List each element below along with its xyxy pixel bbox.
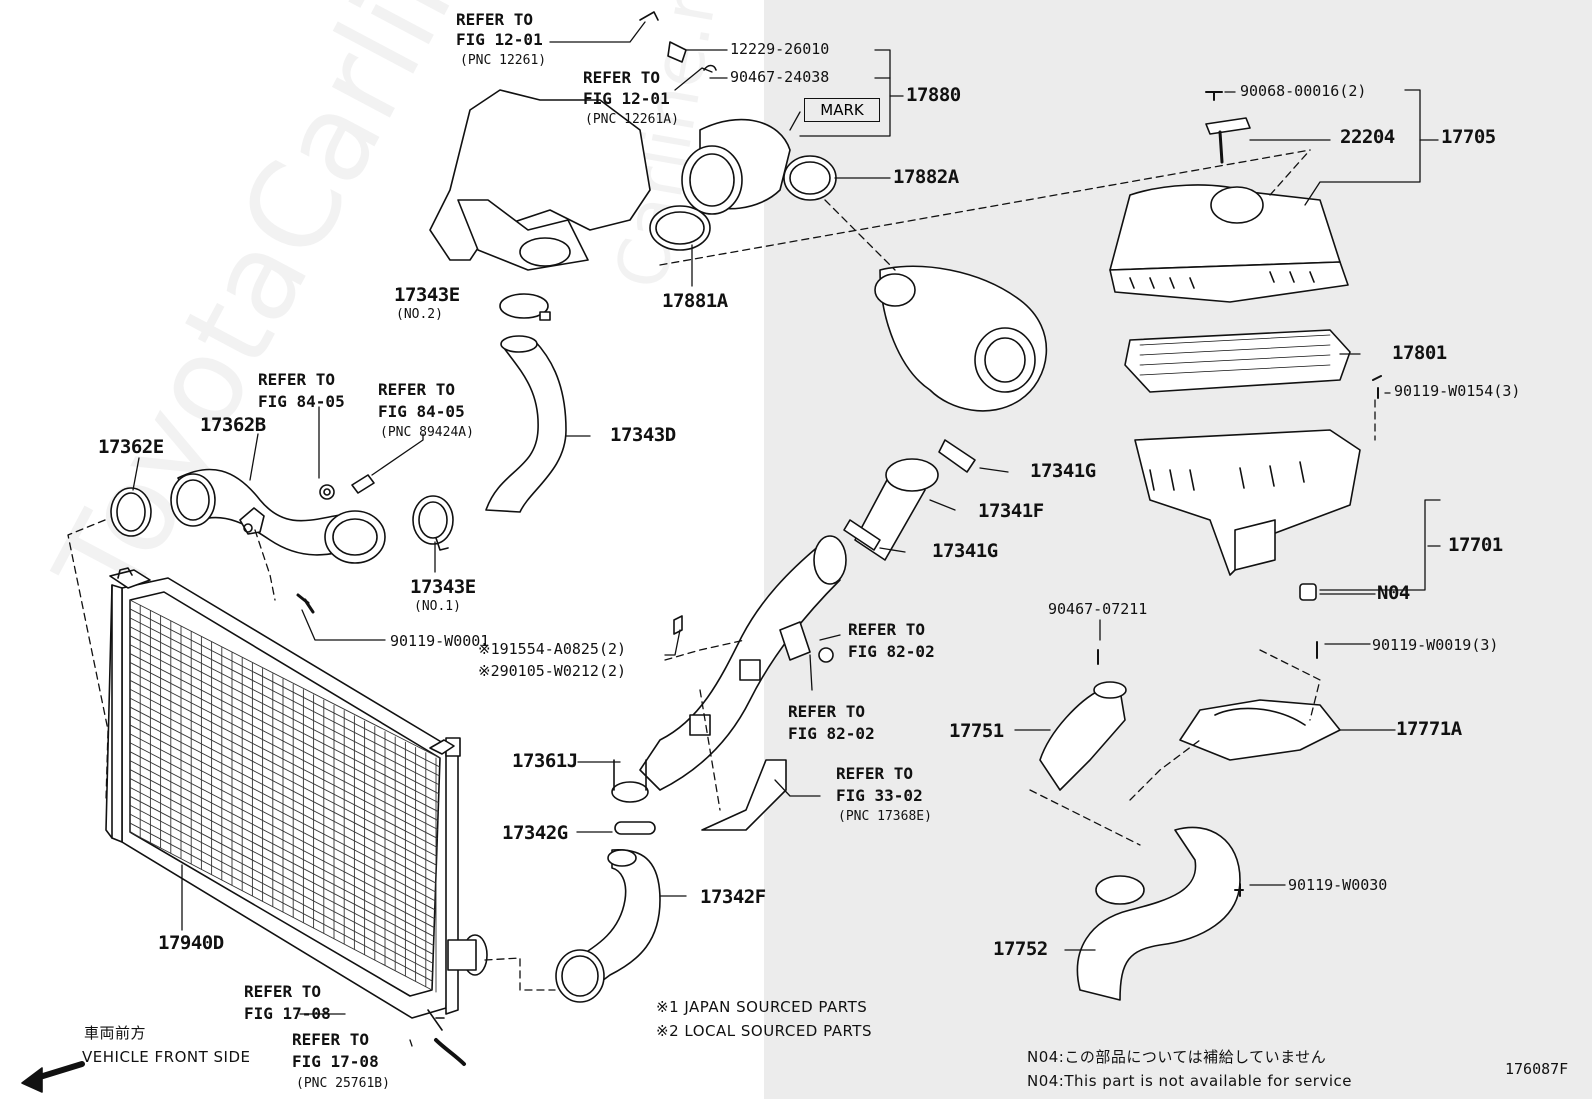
part-17342G: 17342G [502,822,568,844]
refer-33-2: FIG 33-02 [836,786,923,805]
part-17341G-a: 17341G [1030,460,1096,482]
part-17771A: 17771A [1396,718,1462,740]
leader-lines [132,21,1441,1047]
refer-label-b1: REFER TO [583,68,661,87]
refer-label-b2: FIG 12-01 [583,89,670,108]
part-17701: 17701 [1448,534,1503,556]
part-12229-26010: 12229-26010 [730,40,830,58]
figure-code: 176087F [1505,1060,1569,1078]
mark2-part: ※290105-W0212(2) [478,662,627,680]
part-17341F: 17341F [978,500,1044,522]
refer-84-a1: REFER TO [258,370,336,389]
refer-label-a2: FIG 12-01 [456,30,543,49]
part-90119-W0019: 90119-W0019(3) [1372,636,1499,654]
refer-17-b1: REFER TO [292,1030,370,1049]
part-90068-00016: 90068-00016(2) [1240,82,1367,100]
part-17343D: 17343D [610,424,676,446]
part-17705: 17705 [1441,126,1496,148]
part-17801: 17801 [1392,342,1447,364]
hose-17342F-drawing [555,848,661,1003]
part-90119-W0154: 90119-W0154(3) [1394,382,1521,400]
part-17362E: 17362E [98,436,164,458]
refer-84-b3: (PNC 89424A) [380,425,474,440]
part-17752: 17752 [993,938,1048,960]
refer-label-a1: REFER TO [456,10,534,29]
refer-82-b1: REFER TO [788,702,866,721]
refer-84-a2: FIG 84-05 [258,392,345,411]
refer-84-b2: FIG 84-05 [378,402,465,421]
part-N04: N04 [1377,582,1410,604]
front-arrow-icon [21,1061,85,1093]
air-cleaner-drawing [1039,91,1382,1001]
part-17343E-top: 17343E [394,284,460,306]
part-17343E-no1: (NO.1) [414,599,461,614]
refer-17-a2: FIG 17-08 [244,1004,331,1023]
refer-82-b2: FIG 82-02 [788,724,875,743]
part-17343E-bottom: 17343E [410,576,476,598]
part-17341G-b: 17341G [932,540,998,562]
refer-82-a1: REFER TO [848,620,926,639]
part-17880: 17880 [906,84,961,106]
part-90119-W0001: 90119-W0001 [390,632,490,650]
part-17343E-no2: (NO.2) [396,307,443,322]
refer-label-b3: (PNC 12261A) [585,112,679,127]
vehicle-front-jp: 車両前方 [84,1024,147,1042]
part-17882A: 17882A [893,166,959,188]
dashed-lines [67,149,1376,991]
pipe-17362B-drawing [110,468,454,614]
turbo-outlet-drawing [611,439,976,835]
refer-82-a2: FIG 82-02 [848,642,935,661]
part-17361J: 17361J [512,750,578,772]
intercooler-drawing [105,567,488,1066]
part-22204: 22204 [1340,126,1395,148]
turbo-drawing [429,11,1048,412]
note-local-sourced: ※2 LOCAL SOURCED PARTS [656,1022,872,1040]
n04-note-jp: N04:この部品については補給していません [1027,1048,1327,1066]
refer-17-a1: REFER TO [244,982,322,1001]
mark1-part: ※191554-A0825(2) [478,640,627,658]
part-17940D: 17940D [158,932,224,954]
vehicle-front-en: VEHICLE FRONT SIDE [82,1048,251,1066]
part-17751: 17751 [949,720,1004,742]
refer-17-b3: (PNC 25761B) [296,1076,390,1091]
refer-17-b2: FIG 17-08 [292,1052,379,1071]
refer-33-1: REFER TO [836,764,914,783]
refer-84-b1: REFER TO [378,380,456,399]
mark-label: MARK [804,98,880,122]
refer-33-3: (PNC 17368E) [838,809,932,824]
part-17881A: 17881A [662,290,728,312]
part-90467-07211: 90467-07211 [1048,600,1148,618]
part-90119-W0030: 90119-W0030 [1288,876,1388,894]
hose-17343D-drawing [485,293,567,513]
part-17362B: 17362B [200,414,266,436]
part-90467-24038: 90467-24038 [730,68,830,86]
part-17342F: 17342F [700,886,766,908]
note-japan-sourced: ※1 JAPAN SOURCED PARTS [656,998,868,1016]
refer-label-a3: (PNC 12261) [460,53,547,68]
n04-note-en: N04:This part is not available for servi… [1027,1072,1352,1090]
